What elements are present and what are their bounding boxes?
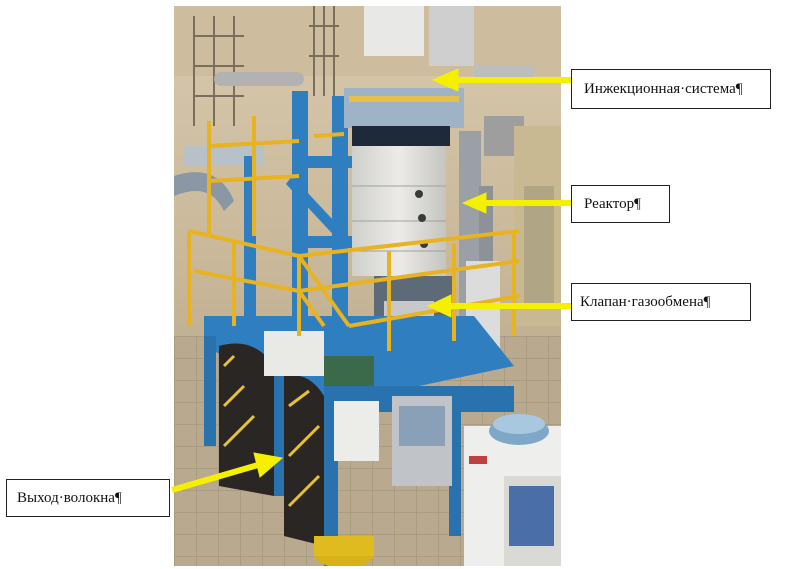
label-injection-system: Инжекционная·система¶ <box>571 69 771 109</box>
fiber-outlet-opening <box>284 375 324 546</box>
label-reactor: Реактор¶ <box>571 185 670 223</box>
equipment-photo <box>174 6 561 566</box>
label-fiber-outlet: Выход·волокна¶ <box>6 479 170 517</box>
injection-head <box>344 88 464 128</box>
control-box <box>334 401 379 461</box>
label-gas-exchange-valve: Клапан·газообмена¶ <box>571 283 751 321</box>
reactor-column <box>352 146 446 276</box>
